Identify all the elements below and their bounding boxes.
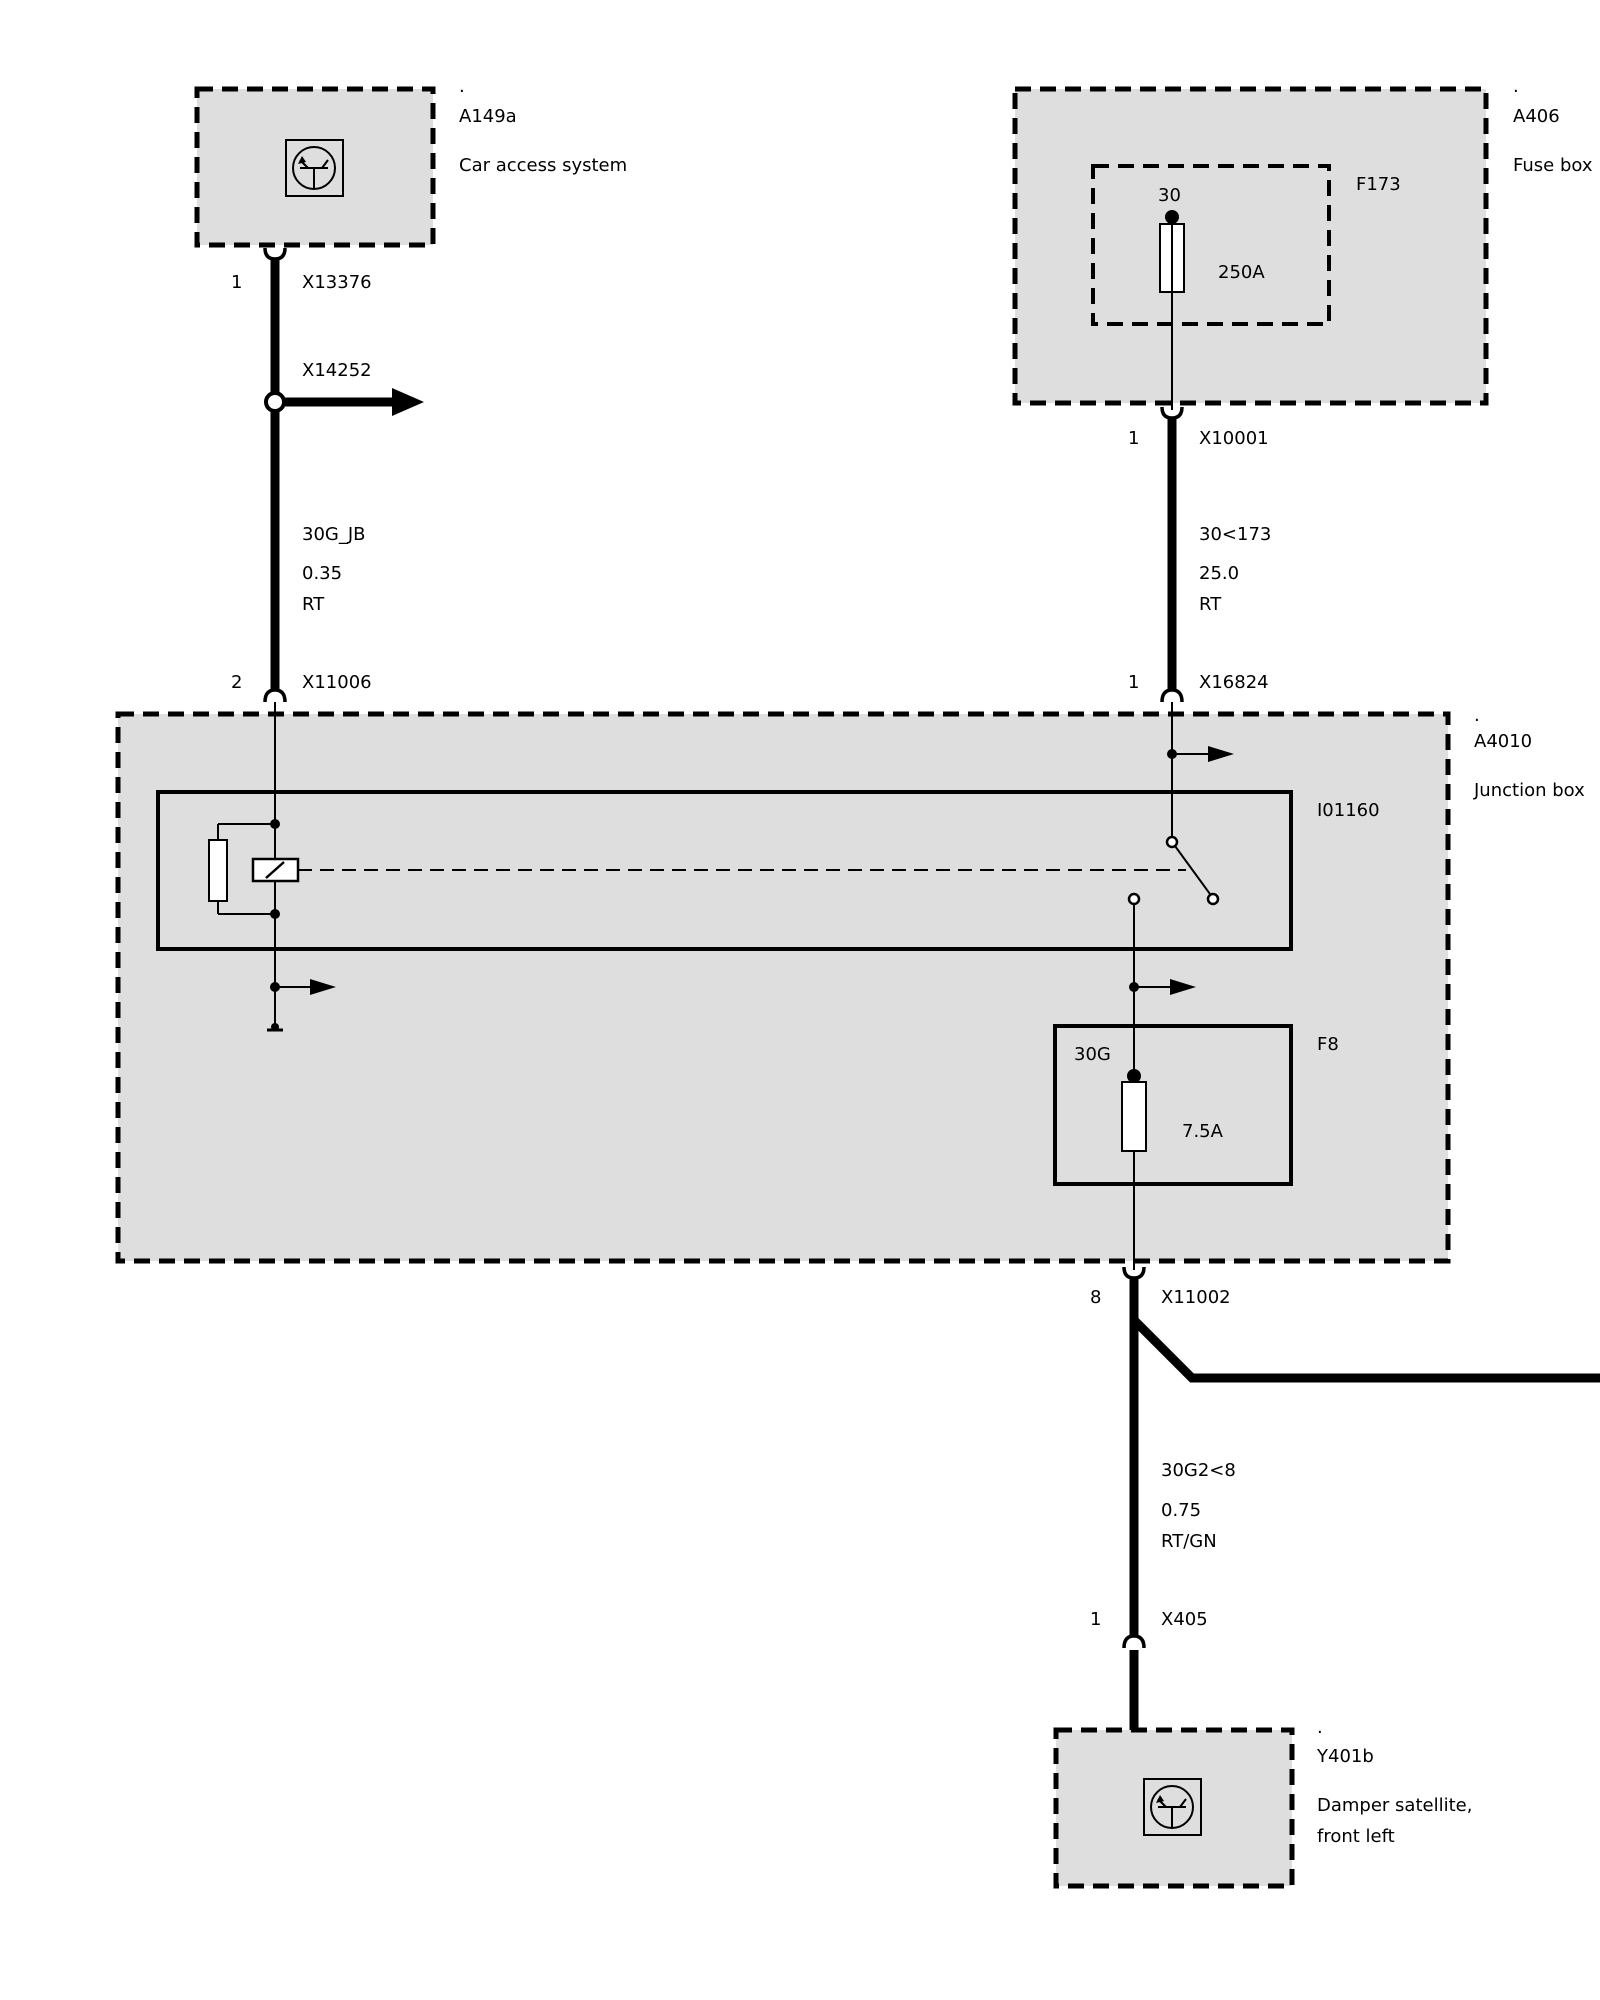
x14252-arrow-icon [392, 388, 424, 416]
x13376-pin: 1 [231, 272, 242, 293]
component-a4010: . A4010 Junction box I01160 [115, 702, 1585, 1270]
connector-x13376-icon [263, 247, 287, 261]
splice-x14252-icon [264, 391, 286, 413]
x16824-pin: 1 [1128, 672, 1139, 693]
w2-signal: 30<173 [1199, 524, 1271, 545]
component-a406: 30 250A F173 . A406 Fuse box [1012, 76, 1593, 410]
a406-id: A406 [1513, 106, 1560, 127]
control-unit-icon [285, 139, 344, 197]
wire-30g2-8: 8 X11002 30G2<8 0.75 RT/GN 1 X405 [1090, 1266, 1600, 1732]
switch-contact-icon [1206, 892, 1220, 906]
x11002-branch-wire [1130, 1316, 1600, 1383]
x10001-id: X10001 [1199, 428, 1269, 449]
w3-color: RT/GN [1161, 1531, 1217, 1552]
connector-x405-icon [1122, 1634, 1146, 1649]
a149a-id: A149a [459, 106, 517, 127]
wire-30-173: 1 X10001 30<173 25.0 RT 1 X16824 [1128, 406, 1271, 703]
switch-branch-arrow-icon [1208, 746, 1234, 762]
x16824-id: X16824 [1199, 672, 1269, 693]
y401b-name-line2: front left [1317, 1826, 1395, 1847]
y401b-dot: . [1317, 1717, 1323, 1738]
x405-id: X405 [1161, 1609, 1208, 1630]
a4010-name: Junction box [1473, 780, 1585, 801]
coil-branch-arrow-icon [310, 979, 336, 995]
relay-switch-icon [1174, 845, 1211, 895]
x11002-pin: 8 [1090, 1287, 1101, 1308]
w3-gauge: 0.75 [1161, 1500, 1201, 1521]
a149a-dot: . [459, 76, 465, 97]
x405-pin: 1 [1090, 1609, 1101, 1630]
a4010-id: A4010 [1474, 731, 1532, 752]
a406-name: Fuse box [1513, 155, 1593, 176]
coil-resistor-icon [208, 839, 228, 902]
f8-fuse-icon [1121, 1081, 1147, 1152]
component-a149a: . A149a Car access system [194, 76, 627, 248]
x11002-id: X11002 [1161, 1287, 1231, 1308]
x10001-pin: 1 [1128, 428, 1139, 449]
component-y401b: . Y401b Damper satellite, front left [1053, 1717, 1472, 1889]
switch-output-contact-icon [1127, 892, 1141, 906]
y401b-name-line1: Damper satellite, [1317, 1795, 1472, 1816]
connector-x11006-icon [263, 688, 287, 703]
output-branch-arrow-icon [1170, 979, 1196, 995]
f8-id: F8 [1317, 1034, 1339, 1055]
f8-terminal: 30G [1074, 1044, 1111, 1065]
f173-rating: 250A [1218, 262, 1265, 283]
connector-x16824-icon [1160, 688, 1184, 703]
y401b-box [1053, 1727, 1295, 1889]
w2-color: RT [1199, 594, 1222, 615]
w1-gauge: 0.35 [302, 563, 342, 584]
x11006-id: X11006 [302, 672, 372, 693]
a406-dot: . [1513, 76, 1519, 97]
a149a-name: Car access system [459, 155, 627, 176]
w1-color: RT [302, 594, 325, 615]
a4010-dot: . [1474, 705, 1480, 726]
f173-id: F173 [1356, 174, 1401, 195]
y401b-id: Y401b [1316, 1746, 1374, 1767]
f173-box [1091, 164, 1331, 326]
wire-30g-jb: 1 X13376 X14252 30G_JB 0.35 RT 2 X11006 [231, 247, 424, 703]
a4010-box [115, 711, 1451, 1264]
switch-pivot-icon [1165, 835, 1179, 849]
w3-signal: 30G2<8 [1161, 1460, 1236, 1481]
x14252-id: X14252 [302, 360, 372, 381]
f8-box [1053, 1024, 1293, 1186]
w1-signal: 30G_JB [302, 524, 366, 545]
f173-terminal: 30 [1158, 185, 1181, 206]
f8-rating: 7.5A [1182, 1121, 1224, 1142]
control-unit-icon [1143, 1778, 1202, 1836]
relay-i01160-box [156, 790, 1293, 951]
x13376-id: X13376 [302, 272, 372, 293]
x11006-pin: 2 [231, 672, 242, 693]
relay-id: I01160 [1317, 800, 1380, 821]
w2-gauge: 25.0 [1199, 563, 1239, 584]
